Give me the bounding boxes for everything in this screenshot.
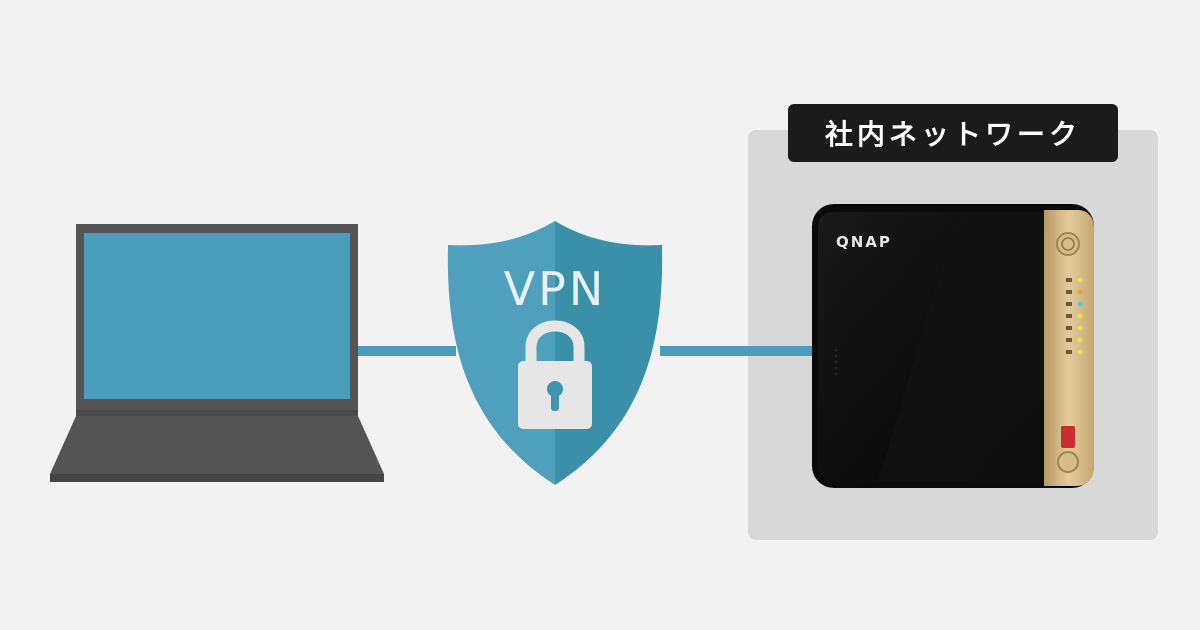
laptop-base — [50, 416, 384, 474]
laptop-icon — [50, 224, 385, 484]
nas-brand-label: QNAP — [836, 233, 892, 251]
vpn-label: VPN — [503, 262, 607, 316]
copy-button — [1057, 451, 1079, 473]
internal-network-label: 社内ネットワーク — [788, 104, 1118, 162]
vpn-nas-connection-line — [660, 346, 815, 356]
power-button — [1056, 232, 1080, 256]
vpn-shield-icon — [447, 221, 663, 485]
shield-right-half — [555, 221, 663, 485]
laptop-screen — [84, 233, 350, 399]
nas-device-icon — [808, 200, 1100, 496]
status-leds — [1066, 277, 1083, 355]
padlock-icon — [518, 320, 592, 429]
usb-port-icon — [1061, 426, 1075, 448]
laptop-base-edge — [50, 474, 384, 482]
shield-left-half — [447, 221, 555, 485]
nas-panel-reflection — [878, 212, 1050, 482]
laptop-vpn-connection-line — [356, 346, 456, 356]
vent-dots — [834, 348, 838, 376]
laptop-hinge — [76, 410, 358, 416]
